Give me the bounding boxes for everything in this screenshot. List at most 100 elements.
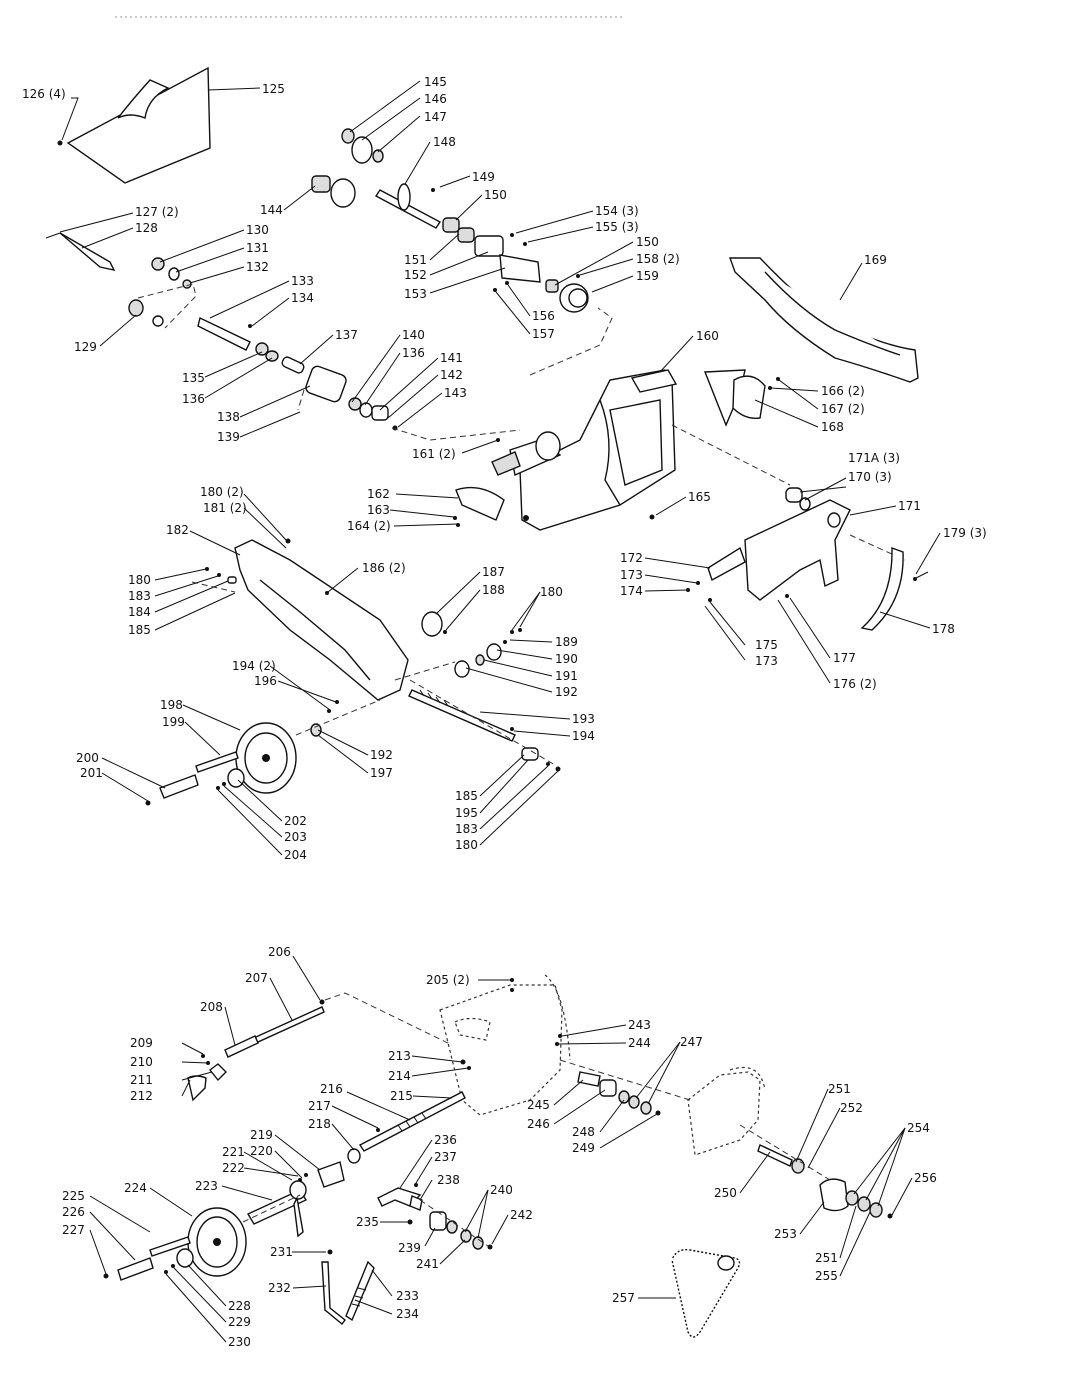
callout-225: 225 (62, 1189, 85, 1203)
callout-182: 182 (166, 523, 189, 537)
callout-248: 248 (572, 1125, 595, 1139)
callout-214: 214 (388, 1069, 411, 1083)
callout-126: 126 (4) (22, 87, 66, 101)
callout-196: 196 (254, 674, 277, 688)
callout-181: 181 (2) (203, 501, 247, 515)
callout-251a: 251 (828, 1082, 851, 1096)
callout-140: 140 (402, 328, 425, 342)
callout-154: 154 (3) (595, 204, 639, 218)
callout-141: 141 (440, 351, 463, 365)
part-162-cover (453, 486, 655, 527)
callout-251b: 251 (815, 1251, 838, 1265)
callout-252: 252 (840, 1101, 863, 1115)
callout-221: 221 (222, 1145, 245, 1159)
callout-216: 216 (320, 1082, 343, 1096)
callout-142: 142 (440, 368, 463, 382)
callout-205: 205 (2) (426, 973, 470, 987)
callout-149: 149 (472, 170, 495, 184)
callout-243: 243 (628, 1018, 651, 1032)
callout-244: 244 (628, 1036, 651, 1050)
parts-245-249 (559, 1059, 691, 1116)
callout-228: 228 (228, 1299, 251, 1313)
callout-250: 250 (714, 1186, 737, 1200)
callout-206: 206 (268, 945, 291, 959)
callout-125: 125 (262, 82, 285, 96)
callout-162: 162 (367, 487, 390, 501)
callout-147: 147 (424, 110, 447, 124)
callout-223: 223 (195, 1179, 218, 1193)
callout-170: 170 (3) (848, 470, 892, 484)
part-169-guard-cover (729, 257, 919, 383)
callout-166: 166 (2) (821, 384, 865, 398)
parts-231-234 (321, 1249, 375, 1326)
part-171-rear-trunnion (686, 487, 906, 602)
callout-226: 226 (62, 1205, 85, 1219)
part-125-guard-plate (57, 66, 211, 184)
callout-222: 222 (222, 1161, 245, 1175)
callout-217: 217 (308, 1099, 331, 1113)
callout-168: 168 (821, 420, 844, 434)
part-224-handwheel (103, 1194, 301, 1281)
callout-238: 238 (437, 1173, 460, 1187)
callout-208: 208 (200, 1000, 223, 1014)
callout-236: 236 (434, 1133, 457, 1147)
callout-240: 240 (490, 1183, 513, 1197)
callout-180b: 180 (128, 573, 151, 587)
callout-220: 220 (250, 1144, 273, 1158)
callout-137: 137 (335, 328, 358, 342)
callout-161: 161 (2) (412, 447, 456, 461)
callout-199: 199 (162, 715, 185, 729)
callout-231: 231 (270, 1245, 293, 1259)
callout-219: 219 (250, 1128, 273, 1142)
callout-230: 230 (228, 1335, 251, 1349)
ghost-trunnion-casting (439, 974, 571, 1116)
leader-lines (59, 80, 941, 1343)
ghost-rear-trunnion (687, 1066, 766, 1156)
callout-175: 175 (755, 638, 778, 652)
callout-254: 254 (907, 1121, 930, 1135)
callout-249: 249 (572, 1141, 595, 1155)
callout-247: 247 (680, 1035, 703, 1049)
callout-184: 184 (128, 605, 151, 619)
part-257-belt (670, 1248, 741, 1338)
callout-210: 210 (130, 1055, 153, 1069)
callout-192b: 192 (370, 748, 393, 762)
callout-189: 189 (555, 635, 578, 649)
callout-130: 130 (246, 223, 269, 237)
callout-204: 204 (284, 848, 307, 862)
callout-156: 156 (532, 309, 555, 323)
callout-153: 153 (404, 287, 427, 301)
part-178-arc (860, 546, 929, 631)
callout-157: 157 (532, 327, 555, 341)
callout-257: 257 (612, 1291, 635, 1305)
callout-143: 143 (444, 386, 467, 400)
callout-160: 160 (696, 329, 719, 343)
callout-135: 135 (182, 371, 205, 385)
callout-146: 146 (424, 92, 447, 106)
callout-164: 164 (2) (347, 519, 391, 533)
part-128-riving-knife (45, 232, 116, 271)
callout-183a: 183 (128, 589, 151, 603)
arbor-assembly (311, 128, 589, 313)
parts-129-134 (128, 257, 521, 441)
callout-165: 165 (688, 490, 711, 504)
callout-138: 138 (217, 410, 240, 424)
callout-195: 195 (455, 806, 478, 820)
callout-239: 239 (398, 1241, 421, 1255)
callout-177: 177 (833, 651, 856, 665)
callout-242: 242 (510, 1208, 533, 1222)
callout-233: 233 (396, 1289, 419, 1303)
callout-169: 169 (864, 253, 887, 267)
callout-235: 235 (356, 1215, 379, 1229)
callout-187: 187 (482, 565, 505, 579)
callout-139: 139 (217, 430, 240, 444)
callout-173a: 173 (620, 568, 643, 582)
callout-202: 202 (284, 814, 307, 828)
callout-194b: 194 (572, 729, 595, 743)
callout-188: 188 (482, 583, 505, 597)
callout-218: 218 (308, 1117, 331, 1131)
callout-200: 200 (76, 751, 99, 765)
callout-215: 215 (390, 1089, 413, 1103)
callout-255: 255 (815, 1269, 838, 1283)
callout-172: 172 (620, 551, 643, 565)
